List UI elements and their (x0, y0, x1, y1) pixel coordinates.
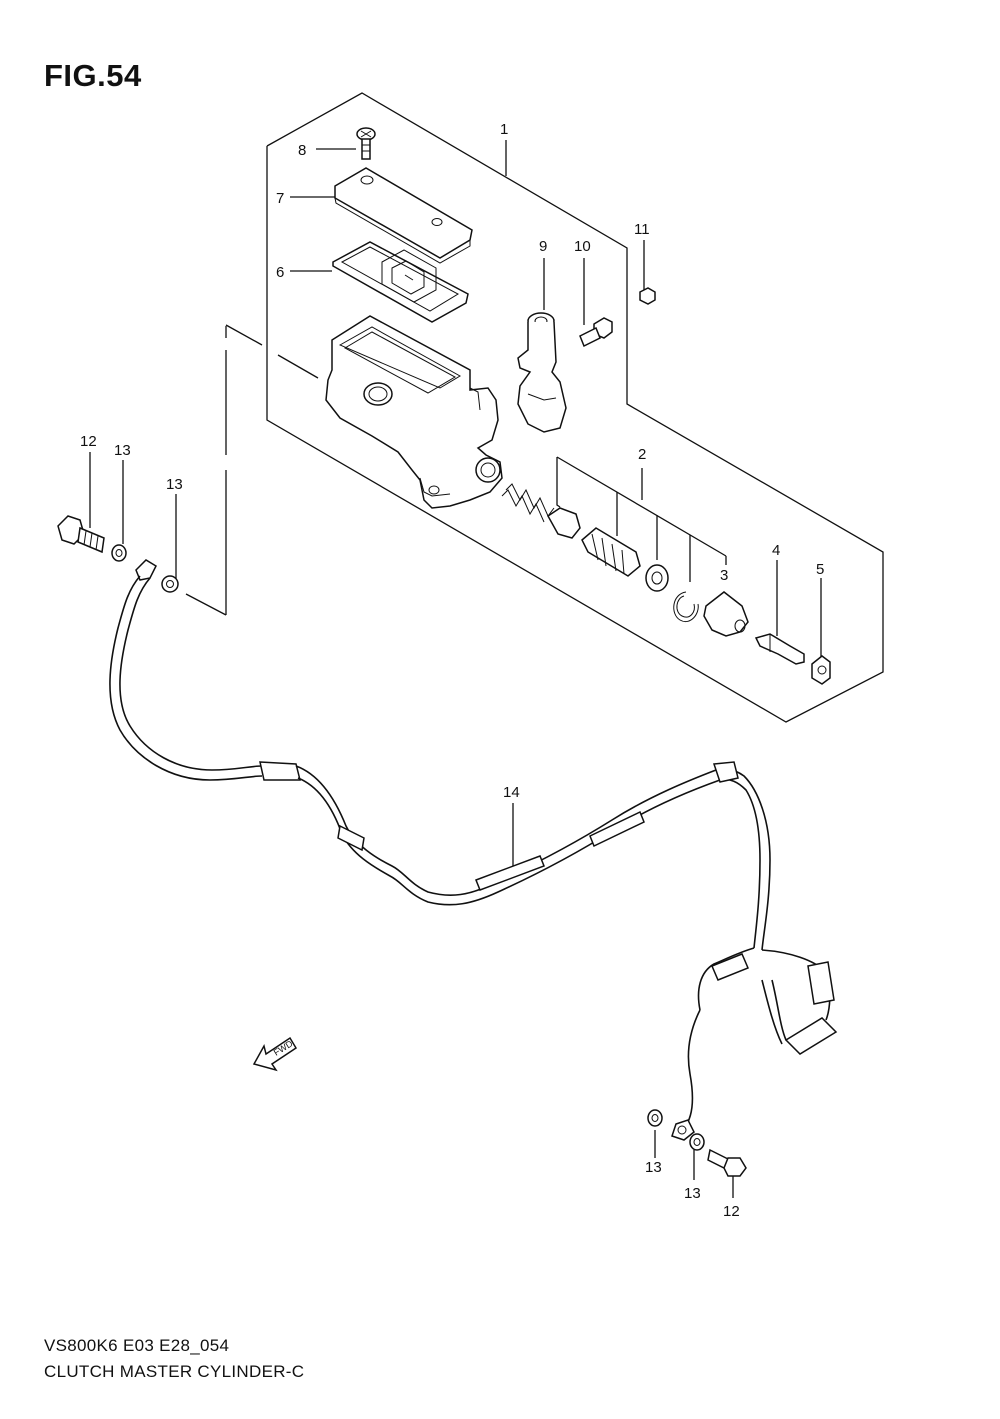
pivot-bolt-part-10 (579, 317, 613, 348)
callout-4: 4 (772, 542, 780, 559)
callout-5: 5 (816, 561, 824, 578)
figure-title: FIG.54 (44, 58, 142, 93)
boot-part-3 (703, 591, 749, 637)
seal-kit-bracket (556, 456, 727, 557)
callout-3: 3 (720, 567, 728, 584)
screw-part-8 (356, 127, 376, 160)
seal-kit-bracket (556, 457, 561, 508)
sub-boundary-line (185, 593, 227, 616)
callout-11: 11 (634, 221, 650, 238)
circlip-part (673, 591, 699, 622)
callout-7: 7 (276, 190, 284, 207)
callout-10: 10 (574, 238, 591, 255)
washer-part-13-mid (161, 575, 179, 593)
spring-part (501, 483, 581, 539)
callout-12-right: 12 (723, 1203, 740, 1220)
forward-arrow-icon: FWD (252, 1036, 298, 1072)
clutch-hose-part-14 (109, 559, 838, 1141)
callout-6: 6 (276, 264, 284, 281)
sub-boundary-line (277, 354, 319, 379)
union-bolt-part-12-left (57, 515, 105, 554)
washer-part-13-right-a (647, 1109, 663, 1127)
piston-part (581, 527, 641, 577)
callout-13-mid: 13 (166, 476, 183, 493)
washer-part (645, 564, 669, 592)
callout-12-left: 12 (80, 433, 97, 450)
diaphragm-part-6 (332, 241, 469, 323)
callout-13-right-a: 13 (645, 1159, 662, 1176)
master-cylinder-body-part-1 (325, 315, 503, 509)
lever-holder-part-9 (517, 312, 567, 433)
callout-9: 9 (539, 238, 547, 255)
model-code: VS800K6 E03 E28_054 (44, 1336, 230, 1355)
sub-boundary-line (225, 324, 263, 346)
callout-13-left: 13 (114, 442, 131, 459)
callout-13-right-b: 13 (684, 1185, 701, 1202)
nut-part-5 (811, 655, 831, 685)
washer-part-13-left (111, 544, 127, 562)
callout-1: 1 (500, 121, 508, 138)
nut-part-11 (639, 287, 656, 305)
callout-14: 14 (503, 784, 520, 801)
reservoir-cap-part-7 (334, 167, 473, 264)
washer-part-13-right-b (689, 1133, 705, 1151)
assembly-boundary (266, 92, 884, 723)
union-bolt-part-12-right (707, 1148, 747, 1177)
callout-2: 2 (638, 446, 646, 463)
callout-8: 8 (298, 142, 306, 159)
push-rod-part-4 (754, 633, 805, 665)
figure-name: CLUTCH MASTER CYLINDER-C (44, 1362, 305, 1381)
